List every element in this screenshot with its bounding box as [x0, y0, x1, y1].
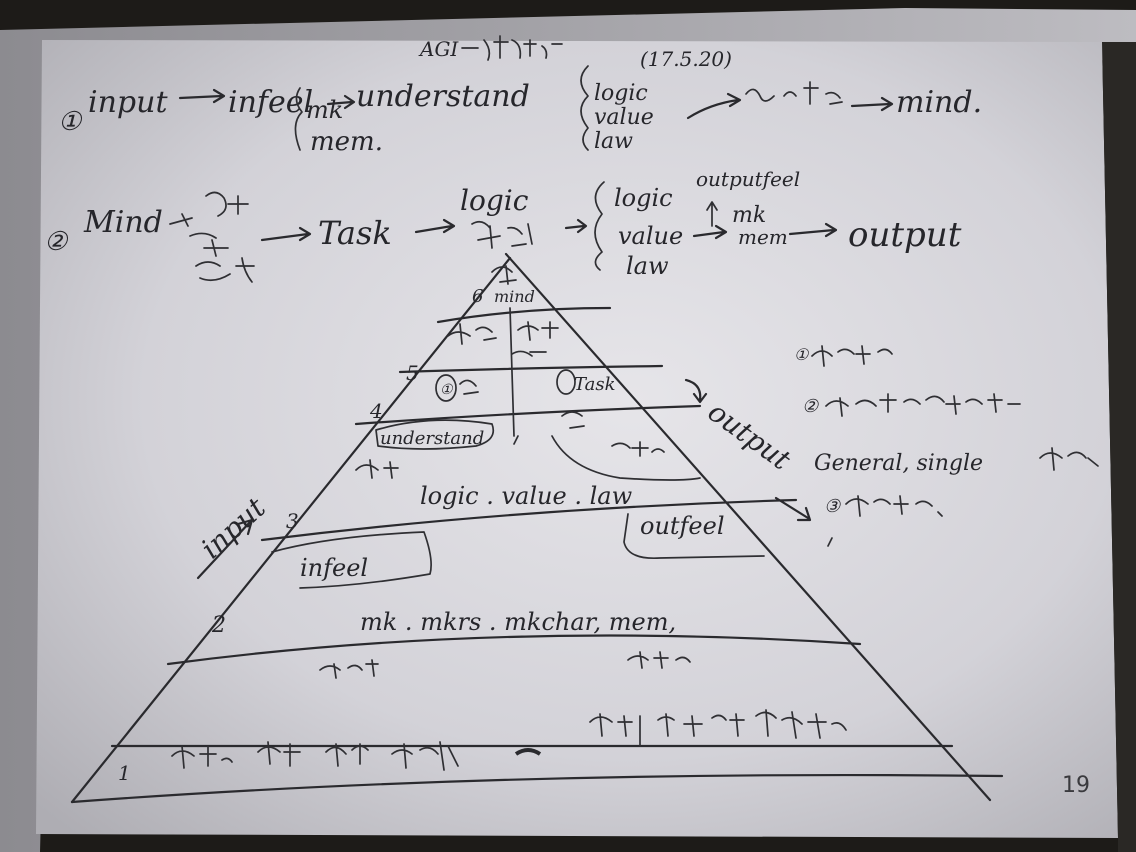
chinese-scribble	[169, 191, 255, 283]
output-arrow-icon	[774, 496, 812, 522]
chinese-scribble	[355, 459, 399, 479]
paper-sheet	[36, 40, 1118, 838]
pyramid-diagram: 1 2 3 4 5 6 mind ① Task understand logic…	[70, 252, 1004, 804]
side-note-3: General, single	[814, 451, 983, 476]
layer-line-3	[260, 498, 798, 542]
side-notes: ① ② General, single ③	[794, 345, 1099, 547]
pyramid-divider	[509, 307, 515, 437]
line1-mind: mind.	[896, 85, 982, 120]
level2-text: mk . mkrs . mkchar, mem,	[360, 608, 676, 636]
chinese-scribble	[471, 220, 533, 249]
line1-list-value: value	[594, 105, 654, 130]
arrow-icon	[414, 218, 456, 234]
notes-line-1: ① input infeel mk mem. understand AGI (1…	[58, 35, 982, 157]
chinese-scribble	[171, 741, 459, 771]
input-arrow-icon	[196, 518, 254, 580]
level-number-3: 3	[286, 509, 299, 533]
brace-icon	[294, 87, 303, 151]
line2-logic: logic	[460, 184, 529, 217]
line1-input: input	[88, 85, 168, 120]
line2-branch-logic: logic	[614, 184, 673, 212]
line1-list-logic: logic	[594, 81, 648, 106]
line1-list-law: law	[594, 129, 633, 154]
level6-mind: mind	[494, 287, 535, 306]
line2-marker: ②	[44, 227, 69, 257]
layer-line-4	[354, 404, 702, 426]
chinese-scribble	[825, 393, 1021, 417]
notes-line-2: ② Mind Task logic logic value law output…	[44, 167, 962, 283]
level-number-5: 5	[406, 361, 419, 385]
page-number: 19	[1062, 773, 1090, 798]
level5-task: Task	[574, 374, 615, 395]
arrow-icon	[564, 218, 588, 234]
level3-outfeel: outfeel	[640, 512, 725, 540]
line2-outputfeel: outputfeel	[696, 167, 800, 191]
line2-task: Task	[318, 214, 392, 252]
pyramid-divider-tick	[513, 435, 519, 445]
chinese-scribble	[589, 709, 847, 747]
side-note-4-marker: ③	[824, 496, 841, 517]
arrow-icon	[850, 96, 894, 112]
pyramid-base	[70, 773, 1004, 804]
layer-line-5	[398, 364, 664, 374]
arrow-icon	[692, 224, 728, 240]
level4-values: logic . value . law	[420, 482, 633, 510]
line2-branch-value: value	[618, 222, 683, 250]
arrow-icon	[326, 94, 356, 110]
line2-mem: mem	[738, 225, 788, 249]
side-note-1-marker: ①	[794, 345, 810, 364]
level-number-2: 2	[211, 613, 226, 638]
brace-icon	[594, 181, 605, 271]
level3-infeel: infeel	[300, 554, 368, 582]
pyramid-left-edge	[70, 256, 512, 804]
level-number-1: 1	[118, 761, 131, 785]
brace-icon	[580, 65, 589, 151]
arrow-icon	[260, 226, 312, 242]
chinese-scribble	[319, 651, 691, 679]
chinese-scribble	[447, 321, 559, 357]
line1-numbers: (17.5.20)	[640, 47, 732, 71]
level-number-6: 6	[472, 286, 483, 307]
chinese-scribble	[845, 495, 943, 517]
arrow-up-icon	[706, 201, 718, 227]
level-number-4: 4	[369, 399, 383, 423]
chinese-scribble	[461, 35, 563, 61]
chinese-scribble	[745, 81, 843, 105]
layer-line-6	[436, 306, 612, 324]
pyramid-right-edge	[504, 252, 992, 802]
line2-output: output	[848, 215, 962, 255]
line1-understand: understand	[356, 79, 530, 114]
line2-mind: Mind	[83, 205, 163, 240]
ink-smudge	[514, 748, 542, 756]
layer-line-2	[166, 634, 862, 666]
line2-branch-law: law	[626, 252, 669, 280]
infeel-box	[271, 531, 432, 589]
right-shadow	[1102, 42, 1136, 852]
line1-marker: ①	[58, 107, 83, 137]
line1-agi: AGI	[418, 37, 459, 61]
line1-branch-mk: mk	[306, 96, 343, 124]
arrow-icon	[178, 88, 226, 104]
side-note-2-marker: ②	[802, 396, 819, 417]
understand-box	[375, 419, 495, 450]
line1-branch-mem: mem.	[310, 127, 383, 157]
outfeel-box	[623, 513, 765, 560]
chinese-scribble	[491, 265, 517, 285]
level5-marker: ①	[440, 382, 454, 398]
level5-circle-right	[556, 369, 576, 395]
arrow-icon	[686, 92, 742, 120]
arrow-down-icon	[684, 378, 708, 404]
chinese-scribble	[1039, 447, 1099, 471]
line2-mk: mk	[732, 203, 766, 228]
ink-tick	[827, 537, 833, 547]
level4-understand: understand	[380, 428, 484, 449]
level5-circle-left	[435, 374, 457, 402]
chinese-scribble	[551, 411, 701, 481]
chinese-scribble	[811, 345, 893, 367]
arrow-icon	[788, 222, 838, 238]
chinese-scribble	[459, 379, 479, 395]
